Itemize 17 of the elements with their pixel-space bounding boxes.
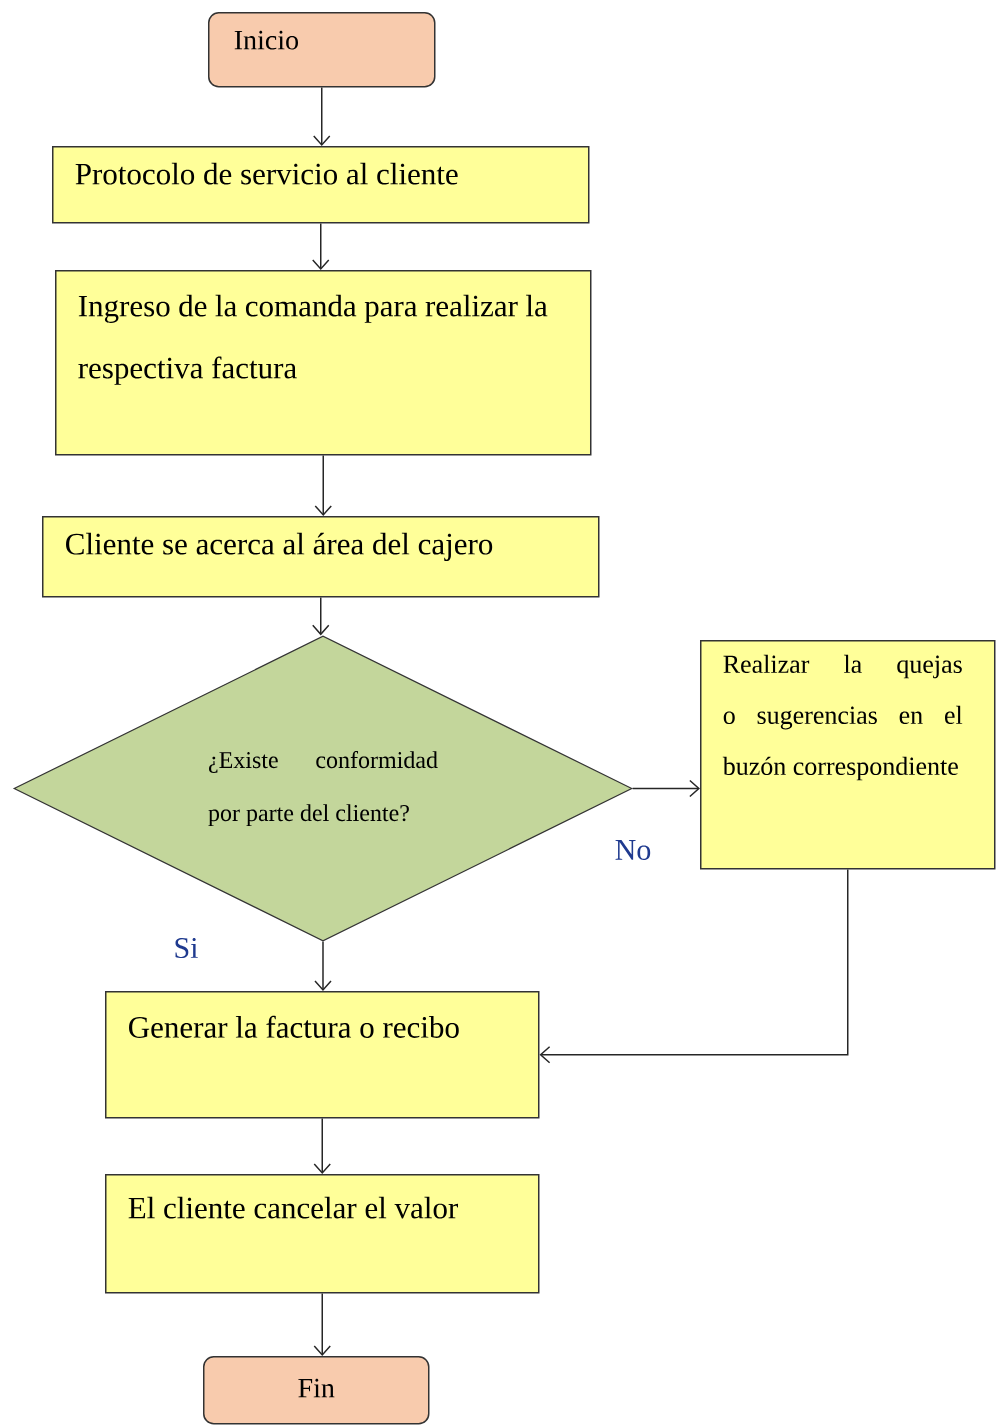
process-box: Protocolo de servicio al cliente — [52, 146, 590, 224]
process-box: Cliente se acerca al área del cajero — [42, 516, 600, 598]
arrow — [312, 222, 330, 270]
arrow — [313, 1292, 331, 1356]
arrow — [313, 86, 331, 146]
process-box: Generar la factura o recibo — [105, 991, 540, 1119]
arrow — [314, 940, 332, 991]
arrow — [631, 779, 700, 798]
end-box: Fin — [203, 1356, 430, 1425]
arrow — [539, 868, 849, 1064]
arrow — [312, 596, 330, 636]
start-box: Inicio — [208, 12, 436, 88]
process-box: Ingreso de la comanda para realizar la respectiva factura — [55, 270, 592, 456]
arrow — [313, 1117, 331, 1174]
process-box: El cliente cancelar el valor — [105, 1174, 540, 1294]
arrow — [314, 454, 332, 516]
process-box: Realizar la quejas o sugerencias en el buzón correspondiente — [700, 640, 996, 870]
